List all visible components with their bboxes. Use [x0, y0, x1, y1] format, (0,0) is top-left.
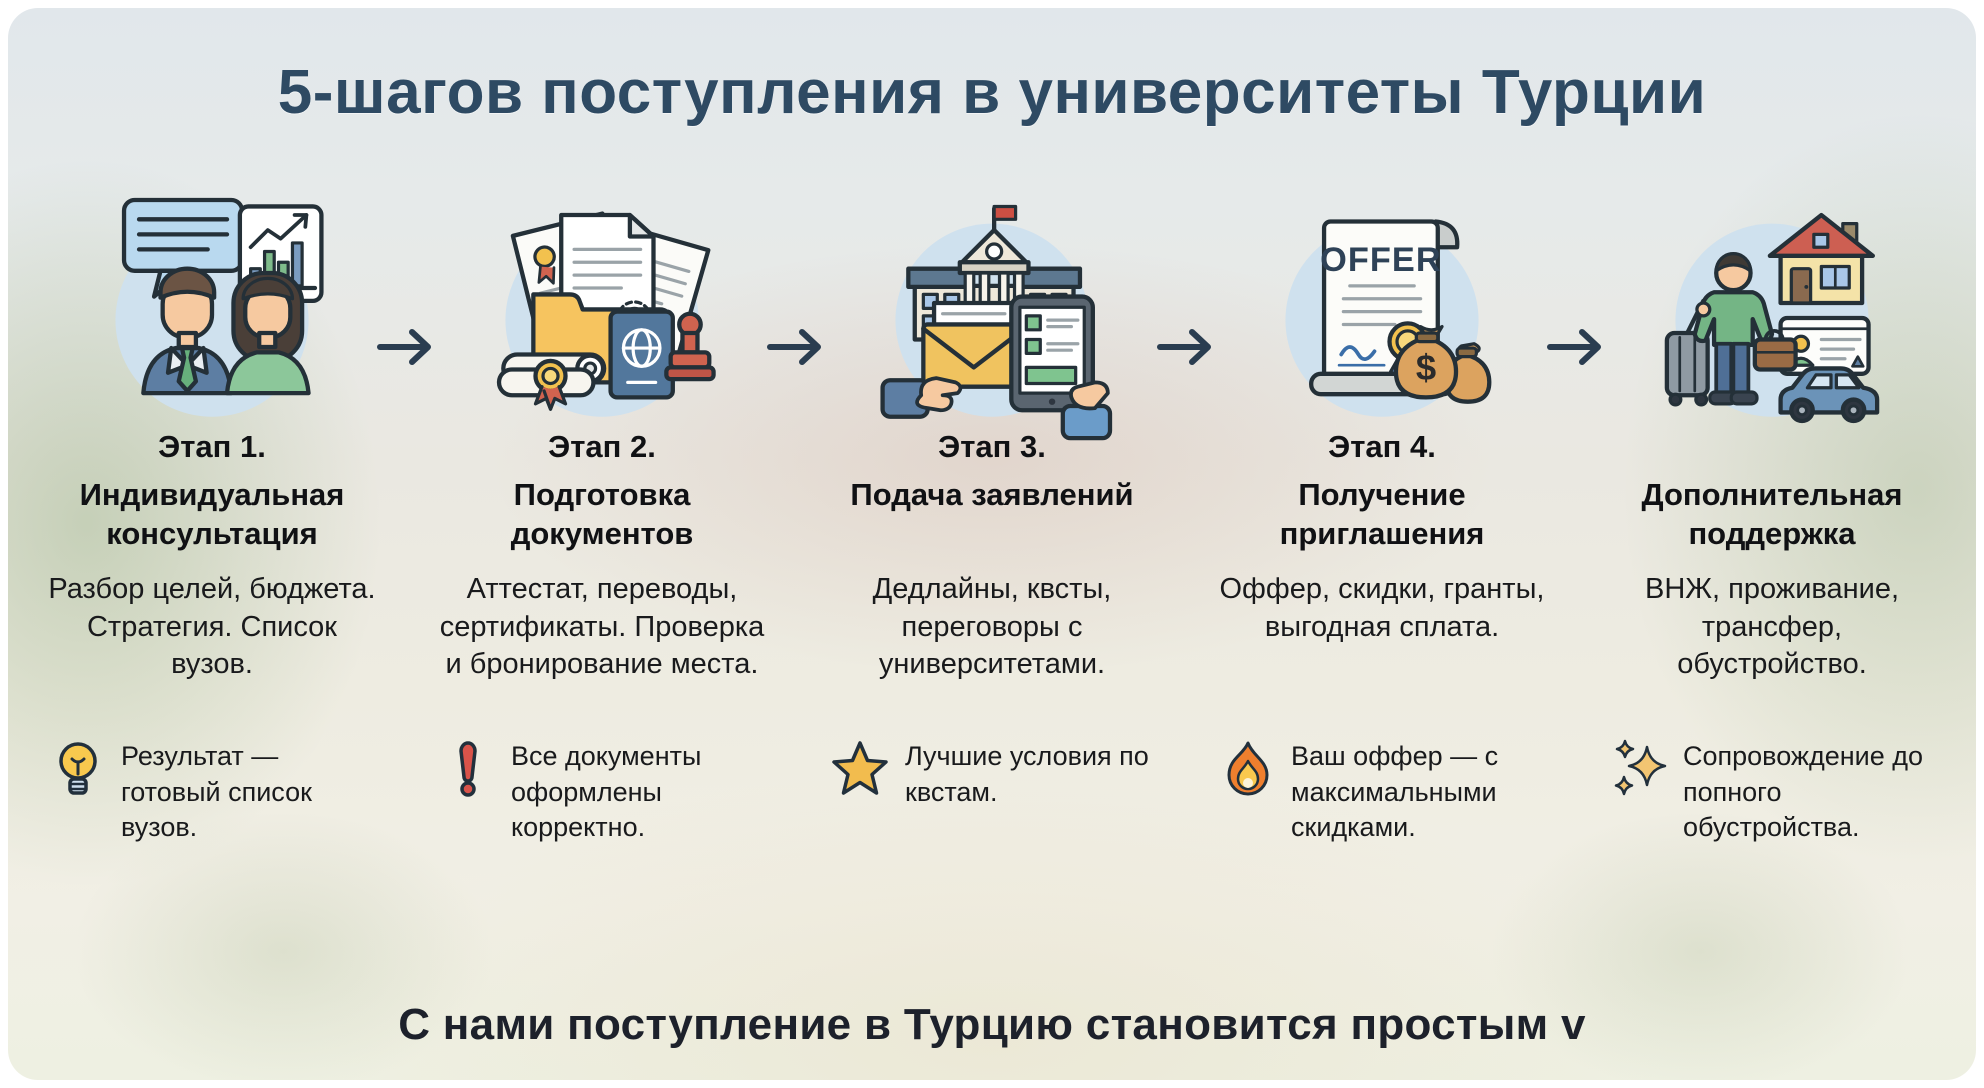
step-2-description: Аттестат, переводы, сертификаты. Проверк… [439, 573, 765, 681]
arrow-right-icon [1547, 329, 1601, 366]
step-4-column: OFFER [1218, 177, 1546, 846]
step-4-note: Ваш оффер — с максимальными скидками. [1215, 739, 1549, 846]
sparkles-icon [1614, 739, 1667, 796]
infographic-card: 5-шагов поступления в университеты Турци… [8, 8, 1976, 1080]
step-2-icon [484, 177, 720, 429]
arrow-3 [1156, 327, 1218, 367]
step-4-label: Этап 4. [1328, 429, 1436, 465]
arrow-4 [1546, 327, 1608, 367]
step-2-note-text: Все документы оформлены корректно. [511, 741, 702, 843]
fire-icon [1227, 741, 1269, 796]
step-1-column: Этап 1. Индивидуальная консультация Разб… [48, 177, 376, 846]
support-icon [1664, 212, 1880, 424]
step-3-column: Этап 3. Подача заявлений Дедлайны, квсты… [828, 177, 1156, 810]
step-4-title: Получение приглашения [1279, 477, 1485, 552]
step-4-note-text: Ваш оффер — с максимальными скидками. [1291, 741, 1499, 843]
step-1-label: Этап 1. [158, 429, 266, 465]
dollar-sign: $ [1416, 347, 1436, 388]
step-3-description: Дедлайны, квсты, переговоры с университе… [872, 573, 1112, 681]
step-3-title: Подача заявлений [850, 477, 1134, 513]
step-2-label: Этап 2. [548, 429, 656, 465]
step-5-note: Сопровождение до попного обустройства. [1605, 739, 1939, 846]
step-1-description: Разбор целей, бюджета. Стратегия. Список… [48, 573, 376, 681]
step-2-column: Этап 2. Подготовка документов Аттестат, … [438, 177, 766, 846]
arrow-right-icon [377, 329, 431, 366]
offer-icon: OFFER [1285, 219, 1492, 417]
offer-text: OFFER [1320, 241, 1442, 279]
step-5-description: ВНЖ, проживание, трансфер, обустройство. [1644, 573, 1900, 681]
step-1-icon [94, 177, 330, 429]
page-title: 5-шагов поступления в университеты Турци… [277, 58, 1707, 127]
steps-row: Этап 1. Индивидуальная консультация Разб… [8, 177, 1976, 846]
step-1-note-text: Результат — готовый список вузов. [121, 741, 312, 843]
step-1-title: Индивидуальная консультация [79, 477, 345, 552]
step-3-note: Лучшие условия по квстам. [825, 739, 1159, 810]
step-5-title: Дополнительная поддержка [1641, 477, 1903, 552]
step-3-note-text: Лучшие условия по квстам. [905, 741, 1149, 807]
step-5-icon [1654, 177, 1890, 429]
arrow-1 [376, 327, 438, 367]
lightbulb-icon [59, 742, 97, 795]
arrow-right-icon [1157, 329, 1211, 366]
star-icon [832, 741, 888, 795]
step-4-icon: OFFER [1264, 177, 1500, 429]
arrow-2 [766, 327, 828, 367]
application-icon [880, 204, 1113, 441]
step-3-icon [874, 177, 1113, 441]
step-4-description: Оффер, скидки, гранты, выгодная сплата. [1219, 573, 1545, 643]
step-2-note: Все документы оформлены корректно. [435, 739, 769, 846]
footer-tagline: С нами поступление в Турцию становится п… [398, 1000, 1586, 1049]
step-2-title: Подготовка документов [510, 477, 694, 552]
step-5-column: Дополнительная поддержка ВНЖ, проживание… [1608, 177, 1936, 846]
arrow-right-icon [767, 329, 821, 366]
step-3-label: Этап 3. [938, 429, 1046, 465]
step-1-note: Результат — готовый список вузов. [45, 739, 379, 846]
documents-icon [496, 211, 716, 417]
exclamation-icon [459, 741, 477, 797]
step-5-note-text: Сопровождение до попного обустройства. [1683, 741, 1924, 843]
consultation-icon [115, 197, 324, 417]
